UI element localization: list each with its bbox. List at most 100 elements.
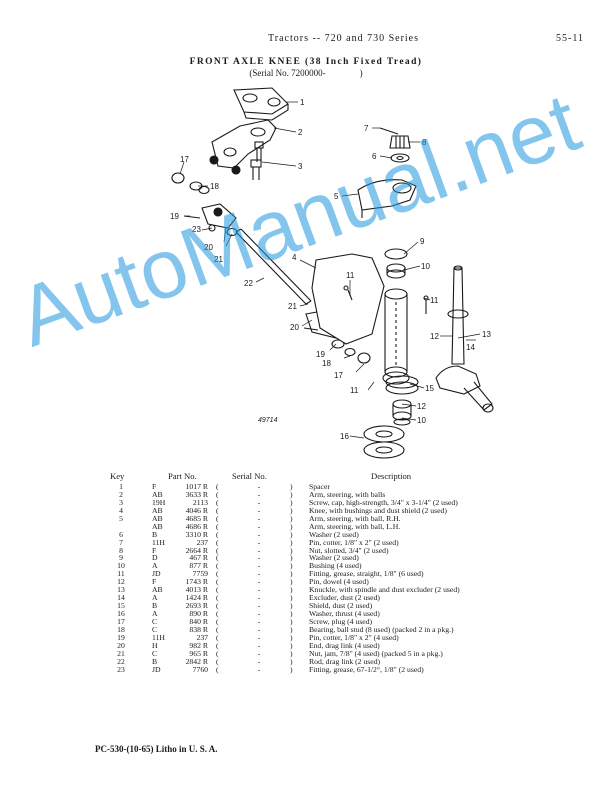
cell-serial: - xyxy=(257,553,261,563)
cell-number: 4046 R xyxy=(185,505,208,515)
cell-description: Pin, cotter, 1/8" x 2" (4 used) xyxy=(309,632,399,642)
bracket-close: ) xyxy=(290,593,293,603)
callout-2: 2 xyxy=(298,128,303,137)
footer-print-code: PC-530-(10-65) Litho in U. S. A. xyxy=(95,744,218,754)
cell-description: End, drag link (4 used) xyxy=(309,640,380,650)
cell-number: 4685 R xyxy=(185,513,208,523)
cell-prefix: B xyxy=(152,529,158,539)
cell-description: Nut, jam, 7/8" (4 used) (packed 5 in a p… xyxy=(309,648,443,658)
callout-18-lower: 18 xyxy=(322,359,331,368)
cell-key: 7 xyxy=(119,537,123,547)
cell-key: 5 xyxy=(119,513,123,523)
column-header-part-no: Part No. xyxy=(168,471,197,481)
cell-serial: - xyxy=(257,569,261,579)
cell-key: 4 xyxy=(119,505,123,515)
cell-serial: - xyxy=(257,482,261,491)
part-dust-shield xyxy=(385,375,419,426)
cell-description: Fitting, grease, straight, 1/8" (6 used) xyxy=(309,569,424,579)
column-header-key: Key xyxy=(110,471,125,481)
bracket-open: ( xyxy=(216,521,219,531)
cell-serial: - xyxy=(257,529,261,539)
cell-serial: - xyxy=(257,505,261,515)
cell-number: 467 R xyxy=(189,553,208,563)
cell-prefix: A xyxy=(152,609,158,618)
bracket-close: ) xyxy=(290,513,293,523)
bracket-open: ( xyxy=(216,577,219,587)
callout-11-lower: 11 xyxy=(350,386,359,395)
cell-key: 22 xyxy=(117,656,125,666)
cell-key: 15 xyxy=(117,601,125,611)
part-slotted-nut xyxy=(389,135,411,149)
bracket-close: ) xyxy=(290,497,293,507)
serial-line: (Serial No. 7200000-) xyxy=(0,68,612,78)
callout-15: 15 xyxy=(425,384,434,393)
callout-12-lower: 12 xyxy=(417,402,426,411)
column-header-serial-no: Serial No. xyxy=(232,471,267,481)
bracket-close: ) xyxy=(290,640,293,650)
cell-description: Knuckle, with spindle and dust excluder … xyxy=(309,585,460,595)
callout-12-right: 12 xyxy=(430,332,439,341)
bracket-close: ) xyxy=(290,601,293,611)
callout-11-right: 11 xyxy=(430,296,439,305)
callout-14: 14 xyxy=(466,343,475,352)
figure-number: 49714 xyxy=(258,417,278,424)
bracket-open: ( xyxy=(216,537,219,547)
callout-leaders xyxy=(179,101,481,439)
cell-prefix: A xyxy=(152,561,158,571)
part-knuckle-spindle xyxy=(435,265,494,413)
bracket-open: ( xyxy=(216,656,219,666)
cell-prefix: AB xyxy=(152,513,163,523)
cell-key: 3 xyxy=(119,497,123,507)
callout-7: 7 xyxy=(364,124,369,133)
cell-serial: - xyxy=(257,616,261,626)
cell-description: Arm, steering, with ball, L.H. xyxy=(309,521,401,531)
part-steering-arm-rh-lh xyxy=(357,179,417,218)
cell-serial: - xyxy=(257,497,261,507)
cell-serial: - xyxy=(257,585,261,595)
cell-serial: - xyxy=(257,648,261,658)
cell-number: 2842 R xyxy=(185,656,208,666)
cell-prefix: A xyxy=(152,593,158,603)
cell-prefix: 11H xyxy=(152,632,165,642)
column-header-description: Description xyxy=(371,471,412,481)
bracket-open: ( xyxy=(216,561,219,571)
cell-number: 840 R xyxy=(189,616,208,626)
callout-8: 8 xyxy=(422,138,427,147)
bracket-close: ) xyxy=(290,521,293,531)
callout-17-lower: 17 xyxy=(334,371,343,380)
cell-prefix: F xyxy=(152,545,157,555)
bracket-open: ( xyxy=(216,482,219,491)
bracket-close: ) xyxy=(290,616,293,626)
cell-key: 11 xyxy=(117,569,125,579)
cell-number: 7760 xyxy=(192,664,208,674)
cell-number: 4013 R xyxy=(185,585,208,595)
cell-description: Nut, slotted, 3/4" (2 used) xyxy=(309,545,389,555)
cell-serial: - xyxy=(257,577,261,587)
cell-serial: - xyxy=(257,537,261,547)
page-header-title: Tractors -- 720 and 730 Series xyxy=(268,33,420,44)
part-drag-link-rod xyxy=(235,228,312,305)
cell-description: Washer (2 used) xyxy=(309,553,359,563)
cell-key: 9 xyxy=(119,553,123,563)
cell-prefix: AB xyxy=(152,585,163,595)
cell-serial: - xyxy=(257,632,261,642)
bracket-close: ) xyxy=(290,664,293,674)
bracket-close: ) xyxy=(290,561,293,571)
bracket-open: ( xyxy=(216,489,219,499)
cell-number: 237 xyxy=(196,632,208,642)
callout-20-lower: 20 xyxy=(290,323,299,332)
cell-key: 23 xyxy=(117,664,125,674)
bracket-close: ) xyxy=(290,632,293,642)
callout-10-upper: 10 xyxy=(421,262,430,271)
cell-serial: - xyxy=(257,561,261,571)
bracket-close: ) xyxy=(290,609,293,618)
